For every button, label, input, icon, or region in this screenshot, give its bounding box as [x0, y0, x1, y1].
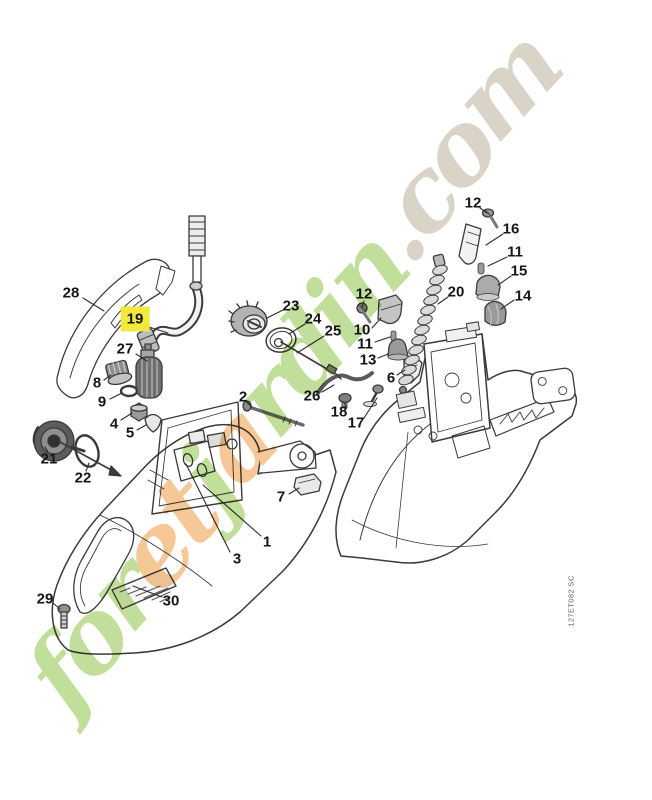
switch-part-7 — [293, 473, 322, 496]
clip-part-5 — [144, 413, 162, 433]
leader-line-30 — [132, 585, 163, 598]
leader-line-8 — [103, 374, 112, 381]
leader-line-17 — [363, 397, 378, 419]
coiled-hose-part-20 — [398, 253, 448, 395]
handle-molding-part-28 — [56, 258, 176, 399]
wire-link-part-26 — [316, 371, 374, 395]
part-label-1: 1 — [262, 533, 272, 551]
leader-line-11 — [487, 256, 508, 267]
plug-part-16 — [458, 223, 482, 265]
screw-part-12-left — [356, 302, 372, 324]
leader-line-14 — [500, 299, 515, 310]
part-label-9: 9 — [97, 393, 107, 411]
plug-part-4 — [130, 402, 148, 422]
cap-part-14 — [484, 300, 507, 327]
part-label-16: 16 — [502, 220, 520, 238]
leader-line-19 — [148, 326, 169, 334]
part-label-3: 3 — [232, 550, 242, 568]
leader-line-7 — [288, 487, 300, 495]
part-label-22: 22 — [74, 469, 92, 487]
cap-part-13 — [387, 338, 409, 361]
leader-line-9 — [109, 392, 123, 400]
leader-line-26 — [321, 384, 335, 393]
leader-line-11 — [374, 336, 391, 343]
part-label-2: 2 — [238, 388, 248, 406]
screw-part-2 — [242, 400, 305, 427]
ring-and-rod-part-22 — [59, 434, 122, 477]
part-label-12: 12 — [355, 285, 373, 303]
part-label-4: 4 — [109, 415, 119, 433]
part-label-11: 11 — [357, 335, 373, 353]
boot-part-15 — [475, 274, 501, 301]
rod-part-25 — [280, 341, 342, 380]
leader-line-12 — [479, 207, 488, 214]
leader-line-13 — [377, 353, 389, 359]
leader-line-18 — [343, 401, 347, 408]
part-label-26: 26 — [303, 387, 321, 405]
o-ring-part-9 — [119, 384, 139, 398]
part-label-23: 23 — [282, 297, 300, 315]
fuel-filter-part-27 — [135, 343, 163, 399]
part-label-11: 11 — [507, 243, 523, 261]
leader-line-3 — [185, 463, 231, 553]
leader-line-23 — [266, 309, 284, 319]
boot-part-10 — [377, 294, 403, 325]
leader-line-5 — [136, 424, 147, 431]
part-label-17: 17 — [347, 414, 365, 432]
part-label-30: 30 — [162, 592, 180, 610]
part-label-8: 8 — [92, 374, 102, 392]
leader-line-6 — [396, 369, 406, 376]
screw-part-12-right — [481, 208, 499, 229]
part-label-19: 19 — [120, 306, 150, 332]
leader-line-29 — [52, 602, 61, 610]
part-label-18: 18 — [330, 403, 348, 421]
drawing-code-text: 127ET082 SC — [566, 575, 576, 627]
part-label-7: 7 — [276, 488, 286, 506]
part-label-5: 5 — [125, 424, 135, 442]
part-label-29: 29 — [36, 590, 54, 608]
leader-line-21 — [44, 446, 49, 453]
part-label-20: 20 — [447, 283, 465, 301]
callout-leader-lines — [44, 207, 515, 610]
leader-line-15 — [497, 275, 512, 286]
tank-cap-part-23 — [228, 300, 268, 337]
tank-housing-right-half — [335, 321, 578, 564]
part-label-13: 13 — [359, 351, 377, 369]
part-label-14: 14 — [514, 287, 532, 305]
part-label-24: 24 — [304, 310, 322, 328]
tank-housing-left-half — [51, 401, 337, 655]
fuel-hose-part-19 — [136, 215, 206, 355]
part-label-28: 28 — [62, 284, 80, 302]
part-label-10: 10 — [353, 321, 371, 339]
pin-part-11-right — [477, 262, 485, 275]
leader-line-20 — [437, 296, 449, 305]
pin-part-17 — [363, 384, 384, 408]
leader-line-25 — [296, 335, 325, 354]
part-label-6: 6 — [386, 369, 396, 387]
leader-line-16 — [485, 233, 504, 246]
leader-line-12 — [361, 300, 365, 308]
leader-line-4 — [120, 412, 133, 421]
leader-line-27 — [135, 353, 148, 362]
part-label-12: 12 — [464, 194, 482, 212]
leader-line-28 — [82, 297, 105, 312]
leader-line-24 — [288, 323, 306, 335]
part-label-21: 21 — [40, 450, 58, 468]
leader-line-1 — [202, 484, 262, 537]
part-label-15: 15 — [510, 262, 528, 280]
part-label-25: 25 — [324, 322, 342, 340]
leader-line-2 — [246, 401, 253, 408]
washer-part-24 — [265, 327, 297, 353]
oil-pump-part-21 — [32, 420, 86, 462]
leader-line-22 — [85, 462, 90, 472]
part-label-27: 27 — [116, 340, 134, 358]
tank-vent-part-8 — [105, 359, 133, 386]
screw-part-29 — [57, 603, 71, 629]
leader-line-10 — [371, 317, 382, 329]
